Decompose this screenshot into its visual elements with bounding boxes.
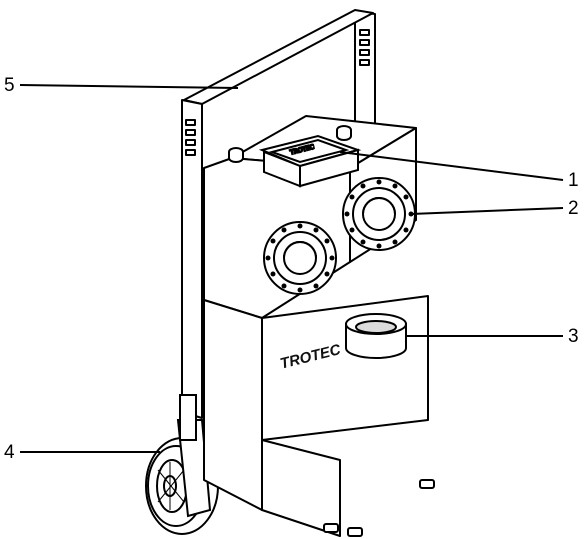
leader-5 [19, 84, 239, 89]
control-panel-display: TROTEC [258, 134, 362, 188]
callout-number-5: 5 [4, 75, 15, 96]
push-handle [181, 9, 376, 419]
callout-number-2: 2 [568, 198, 579, 219]
fan-grille [263, 177, 416, 295]
leader-2 [410, 207, 564, 215]
callout-number-4: 4 [4, 442, 15, 463]
air-outlet [345, 313, 407, 359]
device-feet [323, 479, 435, 537]
callout-number-3: 3 [568, 326, 579, 347]
grille-perforations [265, 179, 414, 293]
control-knobs [228, 125, 352, 163]
callout-number-1: 1 [568, 170, 579, 191]
leader-1 [339, 151, 564, 181]
callout-leaders [19, 84, 564, 453]
